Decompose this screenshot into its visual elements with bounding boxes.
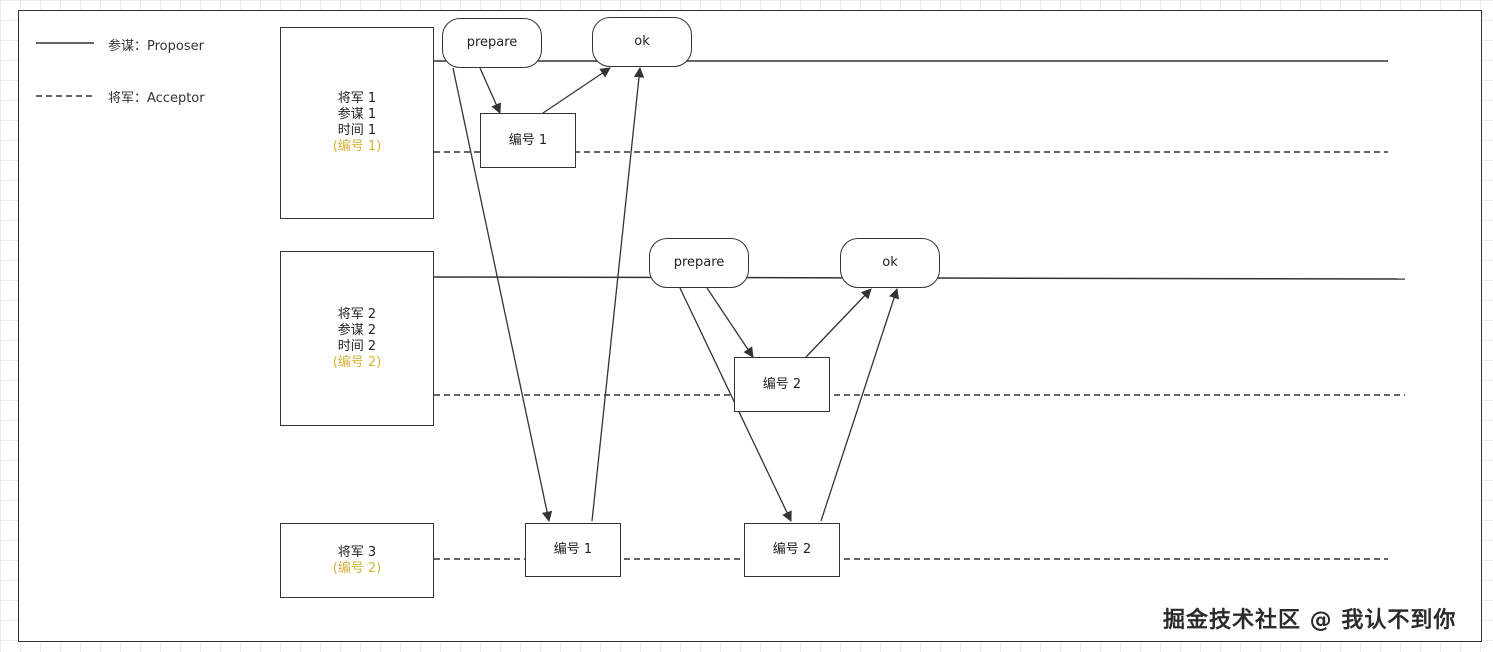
general-2-line-3: 时间 2: [337, 338, 377, 354]
arrow-prepare1-to-num1top: [479, 67, 501, 114]
ok-1-node: ok: [592, 17, 692, 67]
general-1-line-1: 将军 1: [337, 91, 377, 106]
arrow-num1top-to-ok1: [542, 67, 611, 114]
general-2-box: 将军 2 参谋 2 时间 2 (编号 2): [280, 251, 434, 426]
general-2-tag: (编号 2): [332, 354, 382, 370]
general-1-line-3: 时间 1: [337, 123, 377, 138]
legend-proposer-label: 参谋：Proposer: [108, 39, 204, 54]
arrow-prepare2-to-num2mid: [706, 287, 754, 358]
arrow-num2mid-to-ok2: [805, 288, 872, 358]
ok-2-node: ok: [840, 238, 940, 288]
arrow-prepare1-to-num1bottom: [452, 67, 553, 523]
general-1-line-2: 参谋 1: [337, 107, 377, 122]
number-2-mid-node: 编号 2: [734, 357, 830, 412]
number-1-top-node: 编号 1: [480, 113, 576, 168]
general-3-box: 将军 3 (编号 2): [280, 523, 434, 598]
arrow-num2bottom-to-ok2: [820, 288, 900, 522]
watermark-text: 掘金技术社区 @ 我认不到你: [1163, 608, 1457, 633]
prepare-1-node: prepare: [442, 18, 542, 68]
number-1-bottom-node: 编号 1: [525, 523, 621, 577]
general-1-tag: (编号 1): [332, 139, 382, 154]
number-2-bottom-node: 编号 2: [744, 523, 840, 577]
arrow-num1bottom-to-ok1: [591, 66, 645, 522]
legend-acceptor-label: 将军：Acceptor: [108, 91, 205, 106]
general-2-line-2: 参谋 2: [337, 322, 377, 338]
general-3-line-1: 将军 3: [337, 544, 377, 560]
general-1-box: 将军 1 参谋 1 时间 1 (编号 1): [280, 27, 434, 219]
general-3-tag: (编号 2): [332, 560, 382, 576]
general-2-line-1: 将军 2: [337, 306, 377, 322]
prepare-2-node: prepare: [649, 238, 749, 288]
